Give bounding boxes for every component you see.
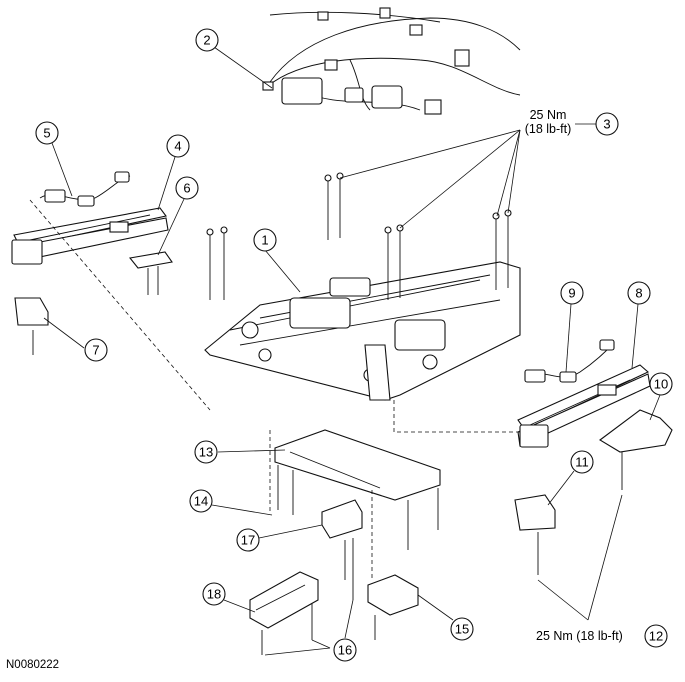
callout-10: 10 — [649, 372, 673, 421]
callout-13: 13 — [194, 440, 286, 464]
svg-text:14: 14 — [194, 494, 208, 509]
module-15 — [367, 574, 419, 640]
svg-text:1: 1 — [261, 233, 268, 248]
svg-text:17: 17 — [241, 533, 255, 548]
callout-11: 11 — [547, 450, 594, 506]
callout-14: 14 — [189, 489, 273, 516]
svg-text:13: 13 — [199, 445, 213, 460]
left-seat-track — [11, 207, 169, 265]
svg-text:2: 2 — [203, 33, 210, 48]
callout-2: 2 — [195, 28, 273, 89]
svg-text:5: 5 — [43, 126, 50, 141]
svg-text:6: 6 — [183, 181, 190, 196]
svg-text:3: 3 — [603, 117, 610, 132]
module-18 — [249, 571, 319, 655]
torque-12-leaders — [537, 494, 623, 621]
figure-id: N0080222 — [6, 659, 59, 671]
torque-spec-3-line1: 25 Nm — [530, 108, 567, 122]
svg-text:9: 9 — [568, 286, 575, 301]
callout-3: 3 — [575, 112, 619, 136]
wiring-harness — [262, 7, 521, 115]
callout-18: 18 — [202, 582, 256, 613]
callout-7: 7 — [43, 317, 108, 362]
callout-12: 12 — [644, 624, 668, 648]
phantom-lines — [29, 199, 520, 580]
callout-6: 6 — [157, 176, 199, 256]
callout-1: 1 — [253, 228, 301, 293]
callout-17: 17 — [236, 524, 323, 552]
left-sensor — [14, 297, 49, 355]
torque-spec-12: 25 Nm (18 lb-ft) — [536, 629, 623, 643]
svg-text:7: 7 — [92, 343, 99, 358]
svg-text:16: 16 — [338, 643, 352, 658]
callout-8: 8 — [627, 281, 651, 369]
right-sensor — [514, 494, 556, 575]
svg-text:4: 4 — [174, 139, 181, 154]
callout-16-leaders — [264, 599, 354, 656]
callout-9: 9 — [560, 281, 584, 373]
svg-text:15: 15 — [455, 622, 469, 637]
left-track-harness — [39, 171, 131, 207]
module-bracket — [274, 429, 441, 550]
module-17 — [321, 499, 363, 600]
svg-text:12: 12 — [649, 629, 663, 644]
callout-16: 16 — [333, 638, 357, 662]
left-bracket — [128, 251, 173, 295]
callout-15: 15 — [417, 594, 474, 641]
svg-text:10: 10 — [654, 377, 668, 392]
torque-3-leaders — [339, 129, 521, 229]
svg-text:8: 8 — [635, 286, 642, 301]
callout-5: 5 — [35, 121, 73, 197]
callout-4: 4 — [157, 134, 190, 211]
torque-spec-3-line2: (18 lb-ft) — [525, 122, 572, 136]
svg-text:18: 18 — [207, 587, 221, 602]
seat-frame — [204, 261, 521, 401]
right-seat-track — [517, 364, 651, 448]
svg-text:11: 11 — [575, 455, 589, 470]
right-bracket — [599, 409, 673, 490]
right-track-harness — [524, 339, 615, 383]
